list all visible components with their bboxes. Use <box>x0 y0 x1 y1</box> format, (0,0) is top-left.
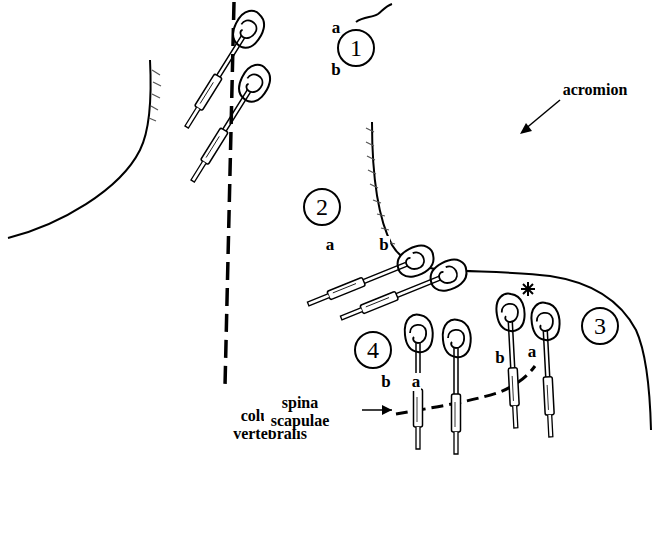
electrode-letter: b <box>494 349 505 368</box>
electrode-letter: a <box>527 343 538 362</box>
callout-circle: 4 <box>354 331 392 369</box>
electrode-letter: b <box>378 236 389 255</box>
jaw-contour <box>356 4 392 22</box>
electrode-letter: a <box>411 373 422 392</box>
callout-circle: 1 <box>337 29 375 67</box>
electrode <box>443 320 471 454</box>
pointer-arrow <box>524 100 560 130</box>
electrode <box>405 315 433 449</box>
electrode <box>181 60 276 189</box>
callout-number: 4 <box>367 338 379 362</box>
electrode-letter: a <box>331 19 342 38</box>
neck-contour <box>8 60 151 238</box>
electrode-letter: b <box>330 61 341 80</box>
arrowhead <box>382 405 392 415</box>
arrowhead <box>520 123 532 134</box>
shading <box>149 70 161 121</box>
callout-number: 1 <box>350 36 362 60</box>
electrode-letter: b <box>380 373 391 392</box>
callout-number: 3 <box>594 314 606 338</box>
electrode-letter: a <box>325 236 336 255</box>
electrode <box>531 302 566 438</box>
acromion-marker <box>521 282 535 296</box>
callout-number: 2 <box>316 195 328 219</box>
shading <box>366 128 395 244</box>
anatomy-label: spina scapulae <box>264 394 336 429</box>
callout-circle: 2 <box>303 188 341 226</box>
anatomy-label: acromion <box>562 81 629 99</box>
callout-circle: 3 <box>581 307 619 345</box>
